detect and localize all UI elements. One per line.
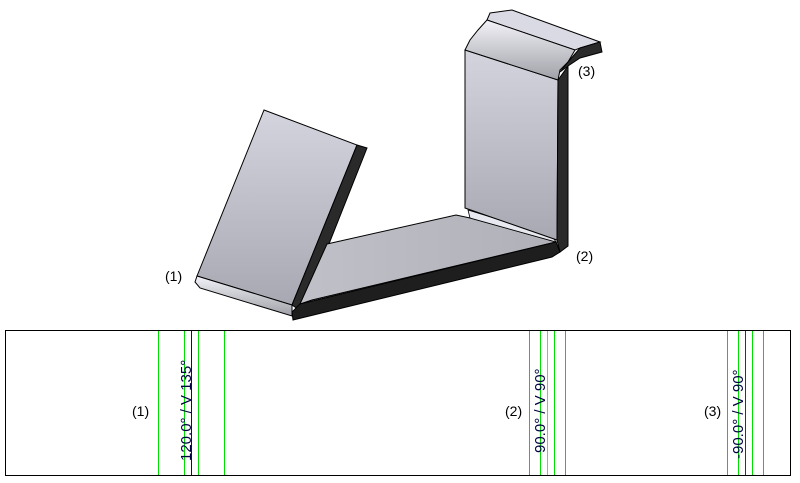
bend-1-line <box>224 331 225 475</box>
bend-3-line <box>763 331 764 475</box>
bend-1-line <box>198 331 199 475</box>
flat-bend-label-2: (2) <box>505 403 523 419</box>
flat-bend-label-1: (1) <box>132 403 150 419</box>
bend-2-line <box>565 331 566 475</box>
base-edge <box>291 241 561 321</box>
bend-3-centerline <box>745 331 746 475</box>
bend-2-annotation: 90.0° / V 90° <box>532 368 549 453</box>
hook-edge <box>559 41 603 73</box>
bend-3-line <box>752 331 753 475</box>
bend-1-annotation: 120.0° / V 135° <box>178 359 195 461</box>
bend-label-1: (1) <box>165 268 183 284</box>
right-flange-edge <box>556 64 569 253</box>
bend-3-line <box>727 331 728 475</box>
bend-2-line <box>554 331 555 475</box>
bend-label-2: (2) <box>576 248 594 264</box>
bend-1-line <box>184 331 185 475</box>
bend-1-centerline <box>191 331 192 475</box>
bend-2-line <box>529 331 530 475</box>
bend-3-annotation: -90.0° / V 90° <box>730 369 747 459</box>
bend-1-line <box>158 331 159 475</box>
bend-label-3: (3) <box>578 63 596 79</box>
right-flange-face <box>464 49 559 241</box>
bend-2-line <box>540 331 541 475</box>
hook-bead <box>464 19 576 81</box>
sheet-metal-3d-model <box>194 9 603 321</box>
bend-3-line <box>738 331 739 475</box>
flat-pattern-view: (1) 120.0° / V 135° (2) 90.0° / V 90° (3… <box>5 330 791 476</box>
bend-1-strip <box>194 275 293 317</box>
bend-2-centerline <box>547 331 548 475</box>
flat-bend-label-3: (3) <box>704 403 722 419</box>
